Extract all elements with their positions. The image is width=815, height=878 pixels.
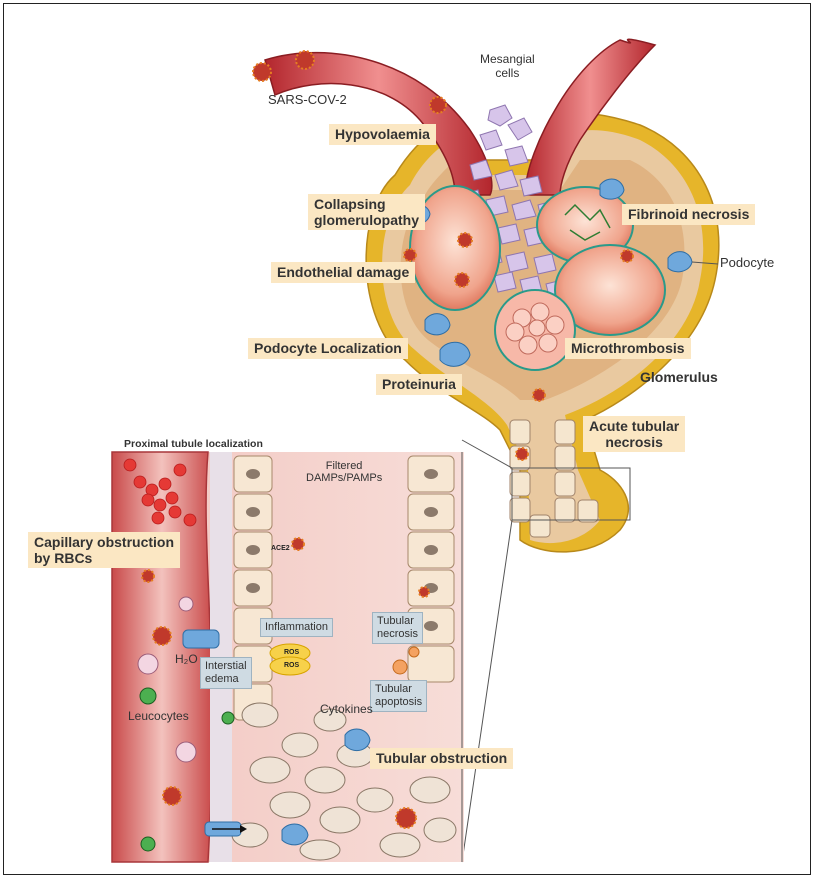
label-tubular-necrosis: Tubular necrosis xyxy=(372,612,423,644)
label-ros-1: ROS xyxy=(284,649,299,656)
label-interstial-edema: Interstial edema xyxy=(200,657,252,689)
label-tubular-apoptosis: Tubular apoptosis xyxy=(370,680,427,712)
label-proteinuria: Proteinuria xyxy=(376,374,462,395)
label-glomerulus: Glomerulus xyxy=(640,370,718,385)
label-leucocytes: Leucocytes xyxy=(128,710,189,722)
label-endothelial-damage: Endothelial damage xyxy=(271,262,415,283)
label-podocyte: Podocyte xyxy=(720,255,774,270)
label-ros-2: ROS xyxy=(284,662,299,669)
label-cytokines: Cytokines xyxy=(320,703,373,715)
label-acute-tubular-necrosis: Acute tubular necrosis xyxy=(583,416,685,452)
label-inflammation: Inflammation xyxy=(260,618,333,637)
label-podocyte-localization: Podocyte Localization xyxy=(248,338,408,359)
label-hypovolaemia: Hypovolaemia xyxy=(329,124,436,145)
label-proximal-tubule: Proximal tubule localization xyxy=(124,437,263,452)
label-microthrombosis: Microthrombosis xyxy=(565,338,691,359)
label-collapsing-glomerulopathy: Collapsing glomerulopathy xyxy=(308,194,425,230)
label-ace2: ACE2 xyxy=(271,545,290,552)
label-tubular-obstruction: Tubular obstruction xyxy=(370,748,513,769)
label-sars-cov-2: SARS-COV-2 xyxy=(268,92,347,107)
label-mesangial-cells: Mesangial cells xyxy=(480,52,535,80)
label-capillary-obstruction: Capillary obstruction by RBCs xyxy=(28,532,180,568)
label-filtered-damps: Filtered DAMPs/PAMPs xyxy=(306,460,382,484)
label-h2o: H₂O xyxy=(175,653,198,665)
tubule-panel xyxy=(112,452,464,862)
label-fibrinoid-necrosis: Fibrinoid necrosis xyxy=(622,204,755,225)
